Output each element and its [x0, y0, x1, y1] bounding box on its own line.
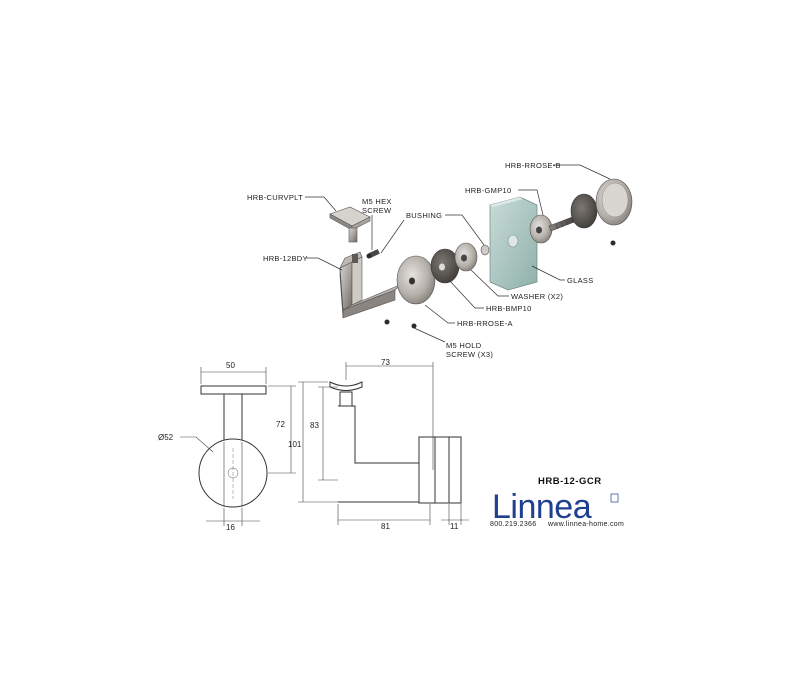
linnea-logo: Linnea [492, 488, 592, 526]
exploded-view: HRB-CURVPLT M5 HEX SCREW BUSHING HRB-RRO… [247, 161, 633, 359]
label-hold-screw-1: M5 HOLD [446, 341, 482, 350]
label-hex-screw-2: SCREW [362, 206, 392, 215]
label-rrose-b: HRB-RROSE-B [505, 161, 561, 170]
part-number: HRB-12-GCR [538, 476, 602, 487]
label-glass: GLASS [567, 276, 594, 285]
label-bushing: BUSHING [406, 211, 442, 220]
glass-panel [489, 196, 538, 291]
hold-screw-2 [411, 323, 417, 329]
phone-number: 800.219.2366 [490, 521, 536, 528]
label-body: HRB-12BDY [263, 254, 308, 263]
front-view: 50 72 Ø52 16 [158, 361, 296, 532]
dim-height-101: 101 [288, 440, 302, 449]
brand-block: HRB-12-GCR Linnea 800.219.2366 www.linne… [490, 476, 624, 528]
label-hex-screw-1: M5 HEX [362, 197, 392, 206]
leader-lines [305, 164, 611, 343]
dim-thickness-11: 11 [450, 522, 459, 531]
curved-plate [329, 206, 371, 243]
hold-screw-1 [384, 319, 390, 325]
dim-width-50: 50 [226, 361, 235, 370]
bracket-body [339, 251, 403, 319]
washer-2 [529, 214, 553, 244]
label-gmp10: HRB-GMP10 [465, 186, 511, 195]
bmp10 [430, 248, 460, 284]
label-bmp10: HRB-BMP10 [486, 304, 532, 313]
dim-height-83: 83 [310, 421, 319, 430]
washer-1 [454, 242, 478, 272]
rose-a [396, 255, 436, 305]
dim-height-72: 72 [276, 420, 285, 429]
dim-reach-73: 73 [381, 358, 390, 367]
label-rrose-a: HRB-RROSE-A [457, 319, 513, 328]
label-curvplt: HRB-CURVPLT [247, 193, 303, 202]
hold-screw-3 [610, 240, 616, 246]
dim-length-81: 81 [381, 522, 390, 531]
website: www.linnea-home.com [547, 521, 624, 528]
side-view: 73 83 101 81 11 [288, 358, 469, 531]
hex-screw [366, 249, 380, 259]
rose-b [595, 178, 633, 226]
gmp10 [548, 193, 598, 232]
bushing [480, 244, 490, 256]
logo-mark-icon [610, 493, 619, 503]
dim-width-16: 16 [226, 523, 235, 532]
dim-diameter-52: Ø52 [158, 433, 174, 442]
label-hold-screw-2: SCREW (X3) [446, 350, 493, 359]
label-washer: WASHER (X2) [511, 292, 563, 301]
